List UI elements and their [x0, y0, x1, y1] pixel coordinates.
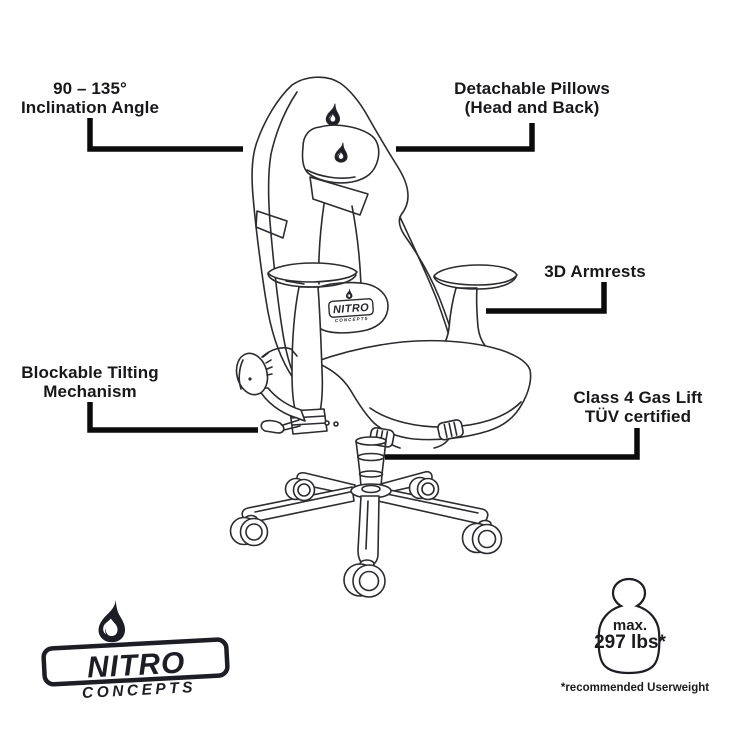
caster-right: [461, 519, 503, 555]
brand-logo-subtitle: CONCEPTS: [82, 679, 197, 702]
chair-illustration: NITRO CONCEPTS: [229, 76, 532, 598]
seat-cushion: [314, 339, 532, 449]
callout-3d-armrests: 3D Armrests: [515, 262, 675, 281]
callout-lines: [87, 118, 640, 460]
weight-limit-prefix: max.: [612, 617, 648, 634]
callout-gas-lift: Class 4 Gas Lift TÜV certified: [538, 388, 738, 426]
callout-pillows-line1: Detachable Pillows: [454, 79, 610, 98]
chair-base: [229, 470, 503, 598]
callout-line-gaslift: [385, 428, 640, 460]
flame-icon: [325, 103, 341, 126]
callout-line-pillows: [396, 123, 535, 152]
caster-left: [229, 514, 269, 547]
callout-detachable-pillows: Detachable Pillows (Head and Back): [432, 79, 632, 117]
gas-lift: [355, 436, 387, 488]
callout-tilting-mechanism: Blockable Tilting Mechanism: [10, 363, 170, 401]
callout-inclination-line2: Inclination Angle: [20, 98, 159, 117]
callout-gaslift-line2: TÜV certified: [584, 407, 692, 426]
chair-logo-subtitle: CONCEPTS: [335, 316, 369, 323]
brand-logo: NITRO CONCEPTS: [41, 600, 230, 702]
callout-gaslift-line1: Class 4 Gas Lift: [573, 388, 703, 407]
left-armrest: [267, 262, 358, 435]
callout-tilting-line2: Mechanism: [43, 382, 137, 401]
lumbar-pillow: NITRO CONCEPTS: [312, 281, 389, 334]
caster-back-right: [408, 476, 440, 501]
weight-icon: [597, 577, 661, 675]
callout-line-inclination: [87, 118, 243, 152]
callout-inclination-angle: 90 – 135° Inclination Angle: [10, 79, 170, 117]
callout-line-tilting: [87, 402, 258, 433]
caster-back-left: [284, 477, 316, 502]
callout-line-armrests: [486, 282, 607, 314]
caster-front: [343, 559, 386, 598]
callout-inclination-line1: 90 – 135°: [53, 79, 127, 98]
tilt-mechanism: [235, 347, 339, 434]
callout-pillows-line2: (Head and Back): [464, 98, 600, 117]
logo-frame: [41, 637, 230, 687]
chair-backrest: [251, 76, 470, 379]
flame-icon: [98, 600, 126, 643]
callout-tilting-line1: Blockable Tilting: [21, 363, 159, 382]
callout-armrests-line1: 3D Armrests: [544, 262, 646, 281]
weight-limit-footnote: *recommended Userweight: [560, 682, 710, 694]
weight-limit-value: 297 lbs*: [594, 632, 666, 653]
chair-logo-name: NITRO: [333, 302, 370, 317]
chair-back-logo: NITRO CONCEPTS: [328, 288, 374, 323]
right-armrest: [433, 264, 518, 353]
brand-logo-name: NITRO: [86, 646, 186, 684]
